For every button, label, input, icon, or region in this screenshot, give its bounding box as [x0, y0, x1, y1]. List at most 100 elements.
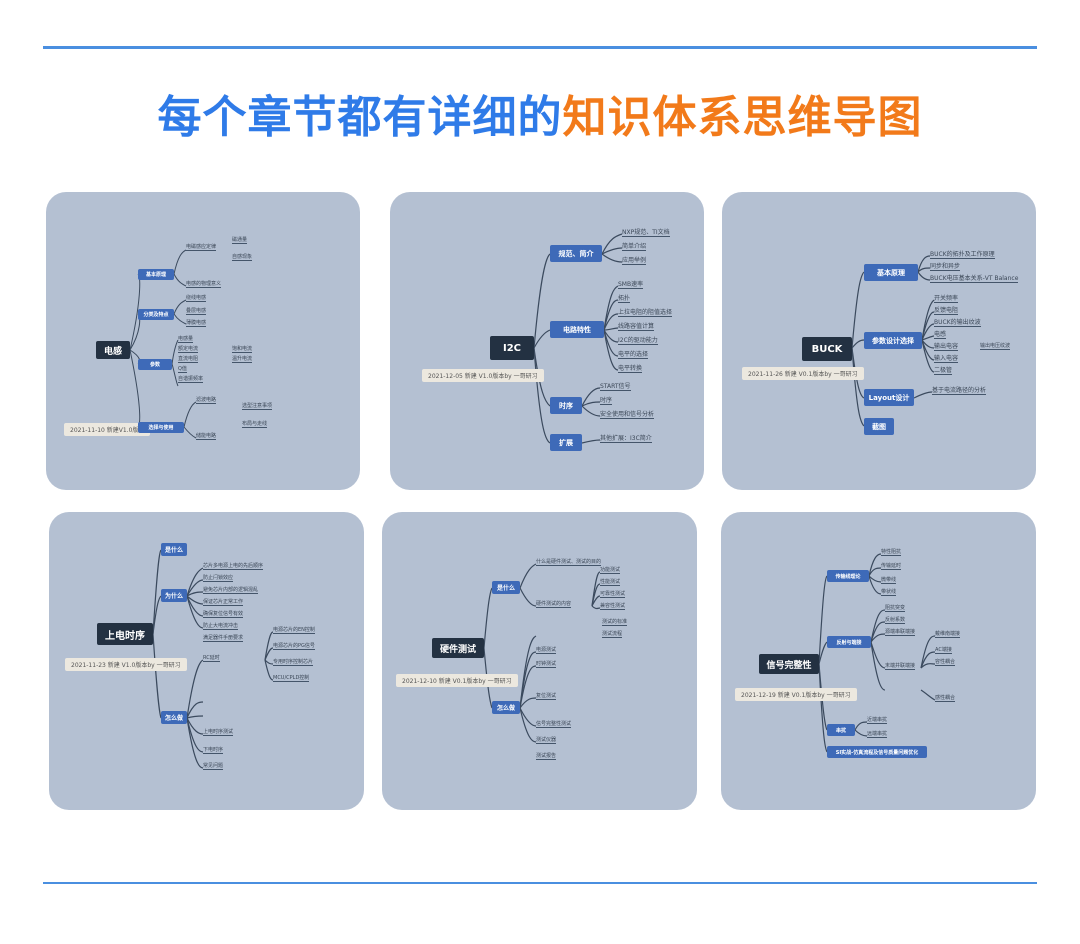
mindmap-category: 传输线理论 — [827, 570, 869, 582]
mindmap-leaf: 线路容值计算 — [618, 323, 655, 331]
mindmap-leaf: 测试报告 — [536, 753, 557, 760]
mindmap-leaf: 基于电流路径的分析 — [932, 387, 987, 395]
mindmap-leaf: 专用时序控制芯片 — [273, 659, 314, 666]
mindmap-category: 基本原理 — [864, 264, 918, 281]
mindmap-leaf: 反射系数 — [885, 617, 906, 624]
mindmap-leaf: 简单介绍 — [622, 243, 647, 251]
mindmap-category: 怎么做 — [492, 701, 520, 714]
mindmap-category: 参数 — [138, 359, 172, 370]
mindmap-leaf: 叠层电感 — [186, 308, 207, 315]
mindmap-leaf: 电感 — [934, 331, 947, 339]
mindmap-category: 时序 — [550, 397, 582, 414]
mindmap-connectors — [152, 549, 274, 769]
mindmap-leaf: 测试的标准 — [602, 619, 628, 626]
mindmap-leaf: 电感的物理意义 — [186, 281, 222, 288]
mindmap-category: 基本原理 — [138, 269, 174, 280]
mindmap-card-buck: BUCK 2021-11-26 新建 V0.1版本by 一哥研习 基本原理 参数… — [722, 192, 1036, 490]
mindmap-connectors — [483, 563, 601, 743]
mindmap-leaf: 末端并联端接 — [885, 663, 916, 670]
mindmap-leaf: 饱和电流 — [232, 346, 253, 353]
mindmap-leaf: BUCK的输出纹波 — [934, 319, 981, 327]
page-title: 每个章节都有详细的知识体系思维导图 — [0, 88, 1080, 148]
mindmap-leaf: BUCK的拓扑及工作原理 — [930, 251, 995, 259]
mindmap-category: 怎么做 — [161, 711, 187, 724]
mindmap-leaf: 芯片多电源上电的先后顺序 — [203, 563, 264, 570]
mindmap-leaf: 自感现象 — [232, 254, 253, 261]
mindmap-leaf: 远端串扰 — [867, 731, 888, 738]
mindmap-leaf: 性能测试 — [600, 579, 621, 586]
mindmap-leaf: 电平转换 — [618, 365, 643, 373]
mindmap-leaf: 电感量 — [178, 336, 194, 343]
mindmap-root: 上电时序 — [97, 623, 153, 645]
mindmap-leaf: 上拉电阻的阻值选择 — [618, 309, 673, 317]
mindmap-card-signal-integrity: 信号完整性 2021-12-19 新建 V0.1版本by 一哥研习 传输线理论 … — [721, 512, 1036, 810]
mindmap-leaf: MCU/CPLD控制 — [273, 675, 310, 682]
mindmap-leaf: 感性耦合 — [935, 695, 956, 702]
mindmap-leaf: Q值 — [178, 366, 187, 373]
mindmap-category: 反射与端接 — [827, 636, 871, 648]
mindmap-leaf: 功能测试 — [600, 567, 621, 574]
mindmap-leaf: 二极管 — [934, 367, 953, 375]
mindmap-category: 分类及特点 — [138, 309, 174, 320]
version-stamp: 2021-11-26 新建 V0.1版本by 一哥研习 — [742, 367, 864, 380]
mindmap-leaf: 绕线电感 — [186, 295, 207, 302]
mindmap-root: 电感 — [96, 341, 130, 359]
mindmap-leaf: 布局与走线 — [242, 421, 268, 428]
mindmap-leaf: 避免芯片内部的逻辑混乱 — [203, 587, 259, 594]
mindmap-leaf: 硬件测试的内容 — [536, 601, 572, 608]
mindmap-leaf: 电源测试 — [536, 647, 557, 654]
page-title-part1: 每个章节都有详细的 — [157, 92, 563, 143]
mindmap-leaf: 应用举例 — [622, 257, 647, 265]
mindmap-leaf: 电平的选择 — [618, 351, 649, 359]
mindmap-leaf: 测试流程 — [602, 631, 623, 638]
mindmap-leaf: 特性阻抗 — [881, 549, 902, 556]
page-title-part2: 知识体系思维导图 — [562, 92, 923, 143]
mindmap-leaf: 上电时序测试 — [203, 729, 234, 736]
mindmap-category: 选择与使用 — [138, 422, 184, 433]
mindmap-category: 串扰 — [827, 724, 855, 736]
mindmap-leaf: 传输延时 — [881, 563, 902, 570]
mindmap-leaf: 测试仪器 — [536, 737, 557, 744]
mindmap-leaf: 信号完整性测试 — [536, 721, 572, 728]
mindmap-card-i2c: I2C 2021-12-05 新建 V1.0版本by 一哥研习 规范、简介 电路… — [390, 192, 704, 490]
mindmap-leaf: 拓扑 — [618, 295, 631, 303]
mindmap-leaf: NXP规范、TI文档 — [622, 229, 670, 237]
mindmap-card-hardware-test: 硬件测试 2021-12-10 新建 V0.1版本by 一哥研习 是什么 怎么做… — [382, 512, 697, 810]
mindmap-connectors — [129, 249, 197, 439]
mindmap-connectors — [818, 553, 936, 753]
mindmap-leaf: 输出电容 — [934, 343, 959, 351]
mindmap-leaf: 安全使用和信号分析 — [600, 411, 655, 419]
version-stamp: 2021-11-23 新建 V1.0版本by 一哥研习 — [65, 658, 187, 671]
mindmap-leaf: I2C的驱动能力 — [618, 337, 658, 345]
mindmap-leaf: 储能电路 — [196, 433, 217, 440]
mindmap-leaf: 同步和异步 — [930, 263, 961, 271]
bottom-divider — [43, 882, 1037, 884]
mindmap-category: 规范、简介 — [550, 245, 602, 262]
mindmap-leaf: 确保复位信号有效 — [203, 611, 244, 618]
version-stamp: 2021-12-10 新建 V0.1版本by 一哥研习 — [396, 674, 518, 687]
mindmap-leaf: RC延时 — [203, 655, 220, 662]
top-divider — [43, 46, 1037, 49]
mindmap-root: 硬件测试 — [432, 638, 484, 658]
mindmap-leaf: 开关频率 — [934, 295, 959, 303]
mindmap-leaf: 下电时序 — [203, 747, 224, 754]
mindmap-category: Layout设计 — [864, 389, 914, 406]
mindmap-leaf: 复位测试 — [536, 693, 557, 700]
mindmap-leaf: 薄膜电感 — [186, 320, 207, 327]
mindmap-leaf: 防止大电流冲击 — [203, 623, 239, 630]
mindmap-leaf: SMB速率 — [618, 281, 644, 289]
mindmap-category: 是什么 — [161, 543, 187, 556]
mindmap-category: 是什么 — [492, 581, 520, 594]
mindmap-category: 扩展 — [550, 434, 582, 451]
mindmap-category: SI实战-仿真流程及信号质量问题优化 — [827, 746, 927, 758]
version-stamp: 2021-12-05 新建 V1.0版本by 一哥研习 — [422, 369, 544, 382]
mindmap-leaf: 满足器件手册要求 — [203, 635, 244, 642]
mindmap-leaf: 滤波电路 — [196, 397, 217, 404]
mindmap-leaf: 自谐振频率 — [178, 376, 204, 383]
mindmap-leaf: 兼容性测试 — [600, 603, 626, 610]
mindmap-card-inductor: 电感 2021-11-10 新建V1.0版本 基本原理 分类及特点 参数 选择与… — [46, 192, 360, 490]
mindmap-category: 为什么 — [161, 589, 187, 602]
mindmap-root: 信号完整性 — [759, 654, 819, 674]
mindmap-leaf: 输入电容 — [934, 355, 959, 363]
mindmap-card-power-sequence: 上电时序 2021-11-23 新建 V1.0版本by 一哥研习 是什么 为什么… — [49, 512, 364, 810]
